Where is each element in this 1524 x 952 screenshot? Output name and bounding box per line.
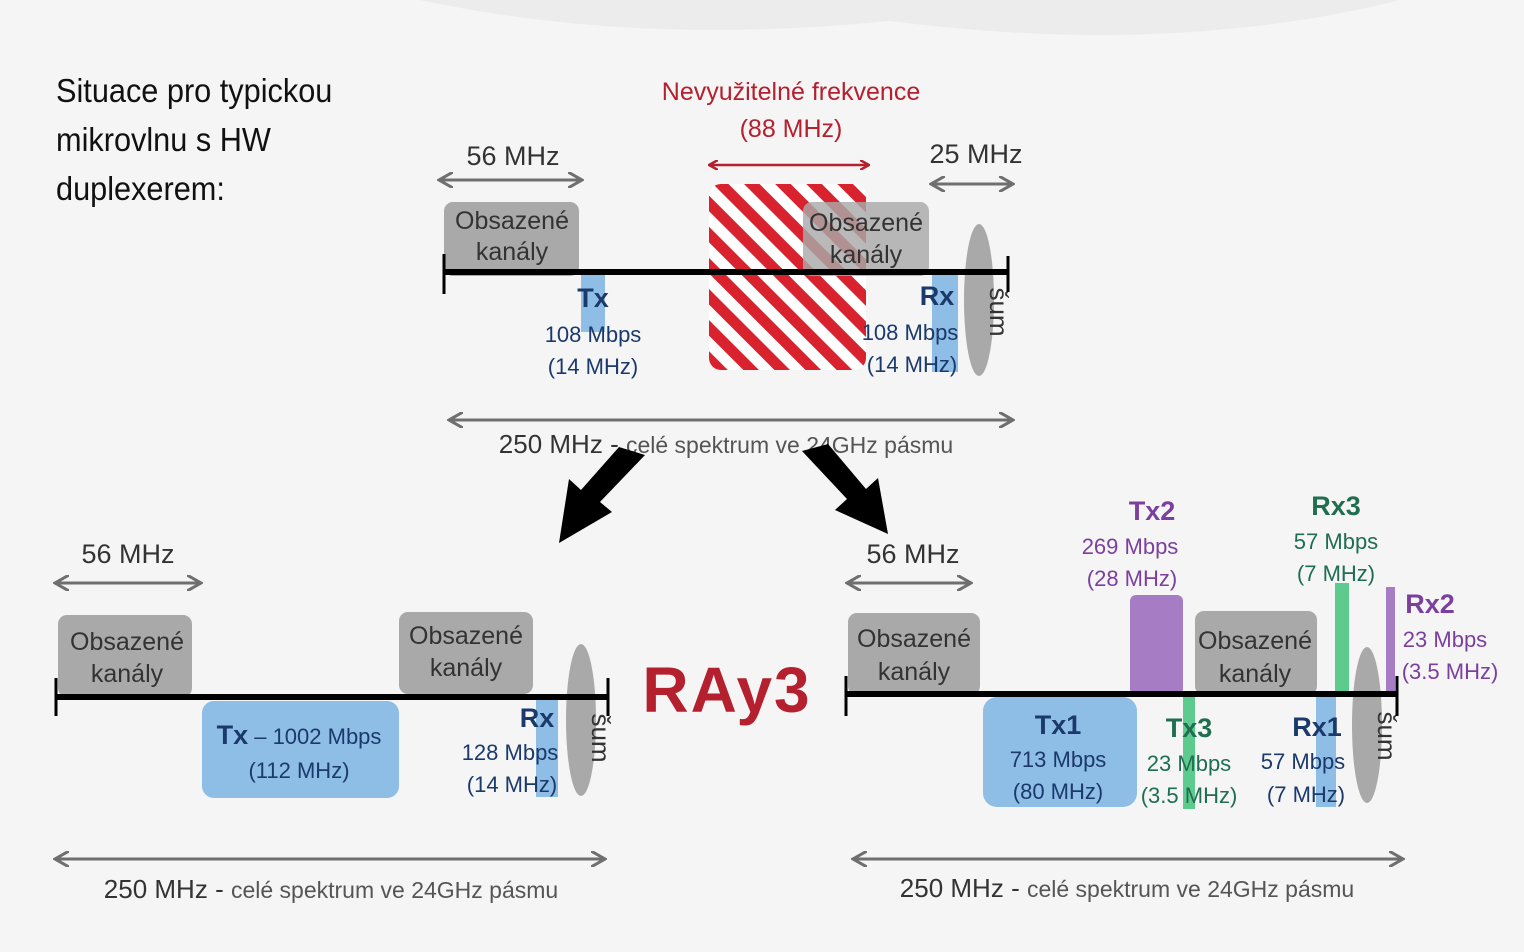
rx2-bandwidth: (3.5 MHz)	[1402, 659, 1499, 684]
rx3-rate: 57 Mbps	[1294, 529, 1378, 554]
tx3-channel-bar	[1183, 697, 1195, 809]
rx3-channel-bar	[1335, 583, 1349, 695]
tx1-bandwidth: (80 MHz)	[1013, 779, 1103, 804]
tx-name: Tx	[217, 720, 249, 750]
occupied-channels-box	[444, 202, 579, 276]
tx-rate: 1002 Mbps	[273, 724, 382, 749]
occupied-channels-box	[1195, 611, 1317, 695]
rx3-bandwidth: (7 MHz)	[1297, 561, 1375, 586]
occupied-channels-label: Obsazené	[70, 628, 184, 656]
tx-channel-box	[202, 701, 399, 798]
span-description: celé spektrum ve 24GHz pásmu	[626, 432, 953, 458]
left-diagram: 56 MHz Obsazené kanály Obsazené kanály š…	[56, 539, 616, 904]
tx-bandwidth: (14 MHz)	[548, 354, 638, 379]
noise-label: šum	[586, 713, 616, 762]
tx-rate: 108 Mbps	[545, 322, 642, 347]
ray3-logo: RAy3	[642, 654, 811, 726]
tx3-name: Tx3	[1166, 713, 1213, 743]
span-label: 250 MHz - celé spektrum ve 24GHz pásmu	[104, 874, 558, 904]
width-56-label: 56 MHz	[466, 141, 559, 171]
tx-separator: –	[248, 724, 272, 749]
span-separator: -	[208, 874, 231, 904]
width-56-label: 56 MHz	[866, 539, 959, 569]
occupied-channels-label: kanály	[830, 241, 903, 269]
width-25-label: 25 MHz	[929, 139, 1022, 169]
tx-label: Tx – 1002 Mbps	[217, 720, 382, 750]
occupied-channels-label: kanály	[476, 238, 549, 266]
span-value: 250 MHz	[499, 429, 603, 459]
rx3-name: Rx3	[1311, 491, 1361, 521]
noise-ellipse	[566, 644, 596, 796]
span-value: 250 MHz	[900, 873, 1004, 903]
rx2-rate: 23 Mbps	[1403, 627, 1487, 652]
unused-frequencies-width: (88 MHz)	[740, 115, 843, 143]
noise-ellipse	[964, 224, 994, 376]
background-decoration	[420, 0, 1400, 35]
occupied-channels-label: Obsazené	[857, 625, 971, 653]
rx-channel-bar	[932, 272, 958, 372]
span-description: celé spektrum ve 24GHz pásmu	[1027, 876, 1354, 902]
rx-channel-bar	[536, 697, 558, 797]
intro-line: duplexerem:	[56, 170, 225, 207]
tx1-channel-box	[983, 697, 1137, 807]
intro-line: Situace pro typickou	[56, 72, 333, 109]
rx1-bandwidth: (7 MHz)	[1267, 782, 1345, 807]
occupied-channels-label: kanály	[1219, 660, 1292, 688]
span-description: celé spektrum ve 24GHz pásmu	[231, 877, 558, 903]
occupied-channels-box	[399, 612, 533, 694]
tx-name: Tx	[577, 283, 609, 313]
right-diagram: 56 MHz Obsazené kanály Obsazené kanály š…	[844, 491, 1499, 903]
rx2-channel-bar	[1386, 587, 1395, 695]
occupied-channels-label: kanály	[91, 660, 164, 688]
rx2-name: Rx2	[1405, 589, 1455, 619]
span-separator: -	[1004, 873, 1027, 903]
logo-text: RAy3	[642, 654, 811, 726]
tx1-rate: 713 Mbps	[1010, 747, 1107, 772]
rx-bandwidth: (14 MHz)	[467, 772, 557, 797]
span-value: 250 MHz	[104, 874, 208, 904]
occupied-channels-label: Obsazené	[1198, 627, 1312, 655]
rx1-name: Rx1	[1292, 712, 1342, 742]
occupied-channels-label: Obsazené	[809, 209, 923, 237]
rx-name: Rx	[920, 281, 955, 311]
rx-rate: 108 Mbps	[862, 320, 959, 345]
tx2-channel-box	[1130, 595, 1183, 695]
top-diagram: Nevyužitelné frekvence (88 MHz) 56 MHz 2…	[440, 78, 1023, 459]
rx-bandwidth: (14 MHz)	[867, 352, 957, 377]
tx3-bandwidth: (3.5 MHz)	[1141, 783, 1238, 808]
intro-line: mikrovlnu s HW	[56, 121, 271, 158]
rx-name: Rx	[520, 703, 555, 733]
span-label: 250 MHz - celé spektrum ve 24GHz pásmu	[499, 429, 953, 459]
occupied-channels-label: Obsazené	[409, 622, 523, 650]
occupied-channels-label: Obsazené	[455, 207, 569, 235]
tx-channel-bar	[581, 272, 605, 332]
unused-frequencies-label: Nevyužitelné frekvence	[662, 78, 920, 106]
occupied-channels-label: kanály	[430, 654, 503, 682]
rx1-channel-bar	[1316, 697, 1336, 807]
noise-label: šum	[984, 287, 1014, 336]
occupied-channels-box	[848, 613, 980, 695]
span-label: 250 MHz - celé spektrum ve 24GHz pásmu	[900, 873, 1354, 903]
noise-label: šum	[1372, 711, 1402, 760]
occupied-channels-box	[803, 202, 929, 276]
tx2-bandwidth: (28 MHz)	[1087, 566, 1177, 591]
rx-rate: 128 Mbps	[462, 740, 559, 765]
tx2-name: Tx2	[1129, 496, 1176, 526]
noise-ellipse	[1352, 647, 1382, 803]
down-left-arrow-icon	[559, 447, 645, 543]
rx1-rate: 57 Mbps	[1261, 749, 1345, 774]
tx1-name: Tx1	[1035, 710, 1082, 740]
tx-bandwidth: (112 MHz)	[248, 758, 349, 783]
down-right-arrow-icon	[802, 444, 888, 534]
width-56-label: 56 MHz	[81, 539, 174, 569]
tx3-rate: 23 Mbps	[1147, 751, 1231, 776]
intro-text: Situace pro typickou mikrovlnu s HW dupl…	[56, 66, 332, 213]
occupied-channels-box	[58, 615, 192, 697]
tx2-rate: 269 Mbps	[1082, 534, 1179, 559]
occupied-channels-label: kanály	[878, 658, 951, 686]
